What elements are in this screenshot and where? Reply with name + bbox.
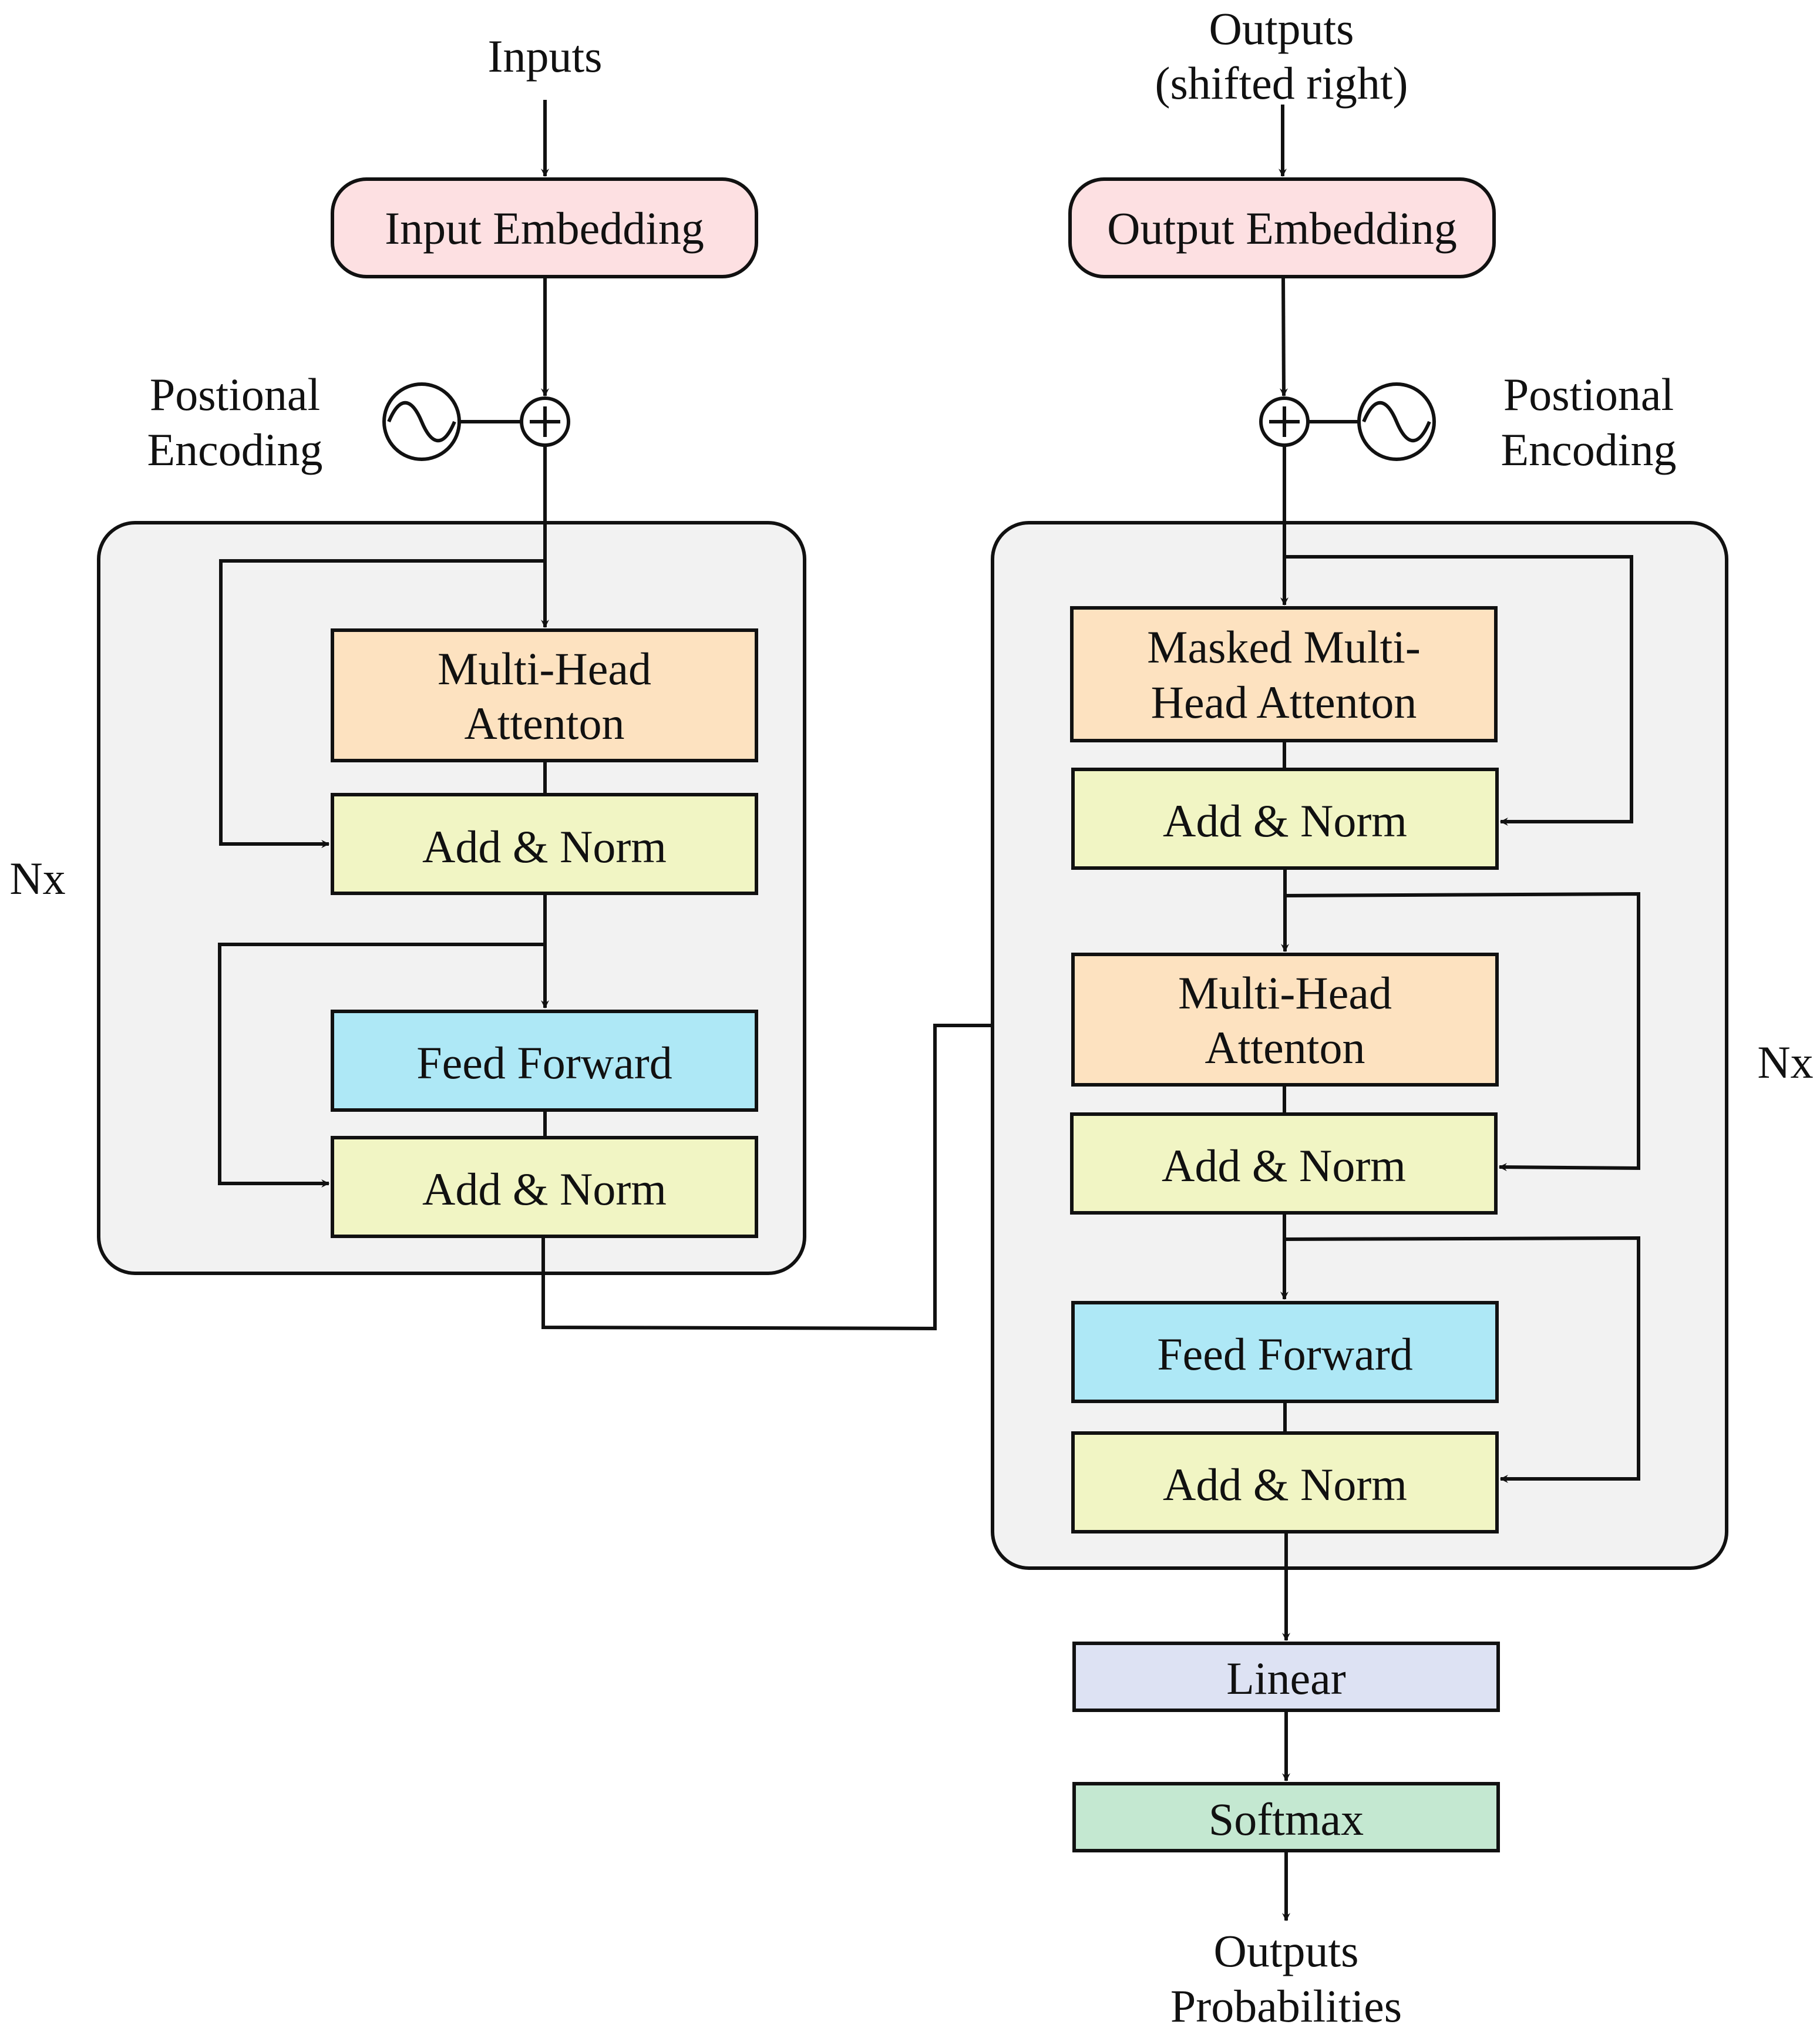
outputs-label-line2: (shifted right): [1155, 58, 1408, 109]
encoder-mha-line1: Multi-Head: [438, 643, 651, 694]
decoder-masked-line2: Head Attenton: [1151, 677, 1417, 728]
decoder-multi-head-attention-box: [1071, 953, 1499, 1087]
outputs-label-line1: Outputs: [1209, 3, 1354, 54]
decoder-mha-line1: Multi-Head: [1178, 967, 1392, 1018]
inputs-label: Inputs: [488, 31, 603, 82]
arrow-encoder-to-decoder: [541, 1021, 1070, 1331]
encoder-feed-forward-box: [331, 1010, 758, 1112]
softmax-label: Softmax: [1209, 1794, 1364, 1845]
positional-encoding-left-line1: Postional: [150, 369, 320, 420]
encoder-feed-forward-label: Feed Forward: [416, 1037, 672, 1088]
residual-encoder-1: [219, 559, 545, 848]
positional-encoding-right-line1: Postional: [1503, 369, 1674, 420]
decoder-nx-label: Nx: [1757, 1037, 1813, 1088]
decoder-feed-forward-box: [1071, 1301, 1499, 1403]
linear-box: [1072, 1642, 1500, 1712]
output-head: Linear Softmax Outputs Probabilities: [1072, 1532, 1500, 2032]
positional-encoding-left-line2: Encoding: [147, 424, 323, 475]
encoder-multi-head-attention-box: [331, 628, 758, 762]
residual-encoder-2: [218, 943, 545, 1188]
output-probabilities-line1: Outputs: [1213, 1925, 1358, 1976]
residual-decoder-1: [1284, 555, 1633, 826]
decoder-feed-forward-label: Feed Forward: [1157, 1329, 1412, 1380]
output-embedding-box: [1068, 177, 1496, 278]
decoder-add-norm-3-label: Add & Norm: [1163, 1459, 1407, 1510]
decoder-add-norm-1-label: Add & Norm: [1163, 795, 1407, 846]
decoder-add-norm-3-box: [1071, 1431, 1499, 1533]
encoder-add-norm-2-box: [331, 1136, 758, 1238]
encoder: Inputs Input Embedding Postional Encodin…: [9, 31, 806, 1275]
encoder-add-norm-1-label: Add & Norm: [422, 821, 667, 872]
output-embedding-label: Output Embedding: [1107, 203, 1457, 254]
plus-icon: [1259, 396, 1310, 447]
encoder-add-norm-1-box: [331, 793, 758, 895]
linear-label: Linear: [1226, 1653, 1346, 1704]
decoder-add-norm-2-label: Add & Norm: [1162, 1140, 1406, 1191]
plus-icon: [520, 396, 570, 447]
decoder: Outputs (shifted right) Output Embedding…: [991, 3, 1814, 1570]
encoder-nx-label: Nx: [9, 853, 65, 904]
input-embedding-label: Input Embedding: [385, 203, 704, 254]
residual-decoder-3: [1284, 1236, 1640, 1483]
decoder-masked-line1: Masked Multi-: [1147, 621, 1421, 672]
output-probabilities-line2: Probabilities: [1170, 1980, 1402, 2032]
positional-encoding-right-line2: Encoding: [1501, 424, 1677, 475]
sine-wave-icon: [1357, 382, 1436, 461]
residual-decoder-2: [1284, 892, 1640, 1172]
decoder-add-norm-2-box: [1070, 1112, 1498, 1215]
decoder-masked-attention-box: [1070, 606, 1498, 742]
encoder-mha-line2: Attenton: [465, 698, 625, 749]
sine-wave-icon: [382, 382, 461, 461]
decoder-mha-line2: Attenton: [1205, 1022, 1365, 1073]
encoder-add-norm-2-label: Add & Norm: [422, 1163, 667, 1215]
arrow-embedding-to-plus: [1279, 276, 1288, 397]
